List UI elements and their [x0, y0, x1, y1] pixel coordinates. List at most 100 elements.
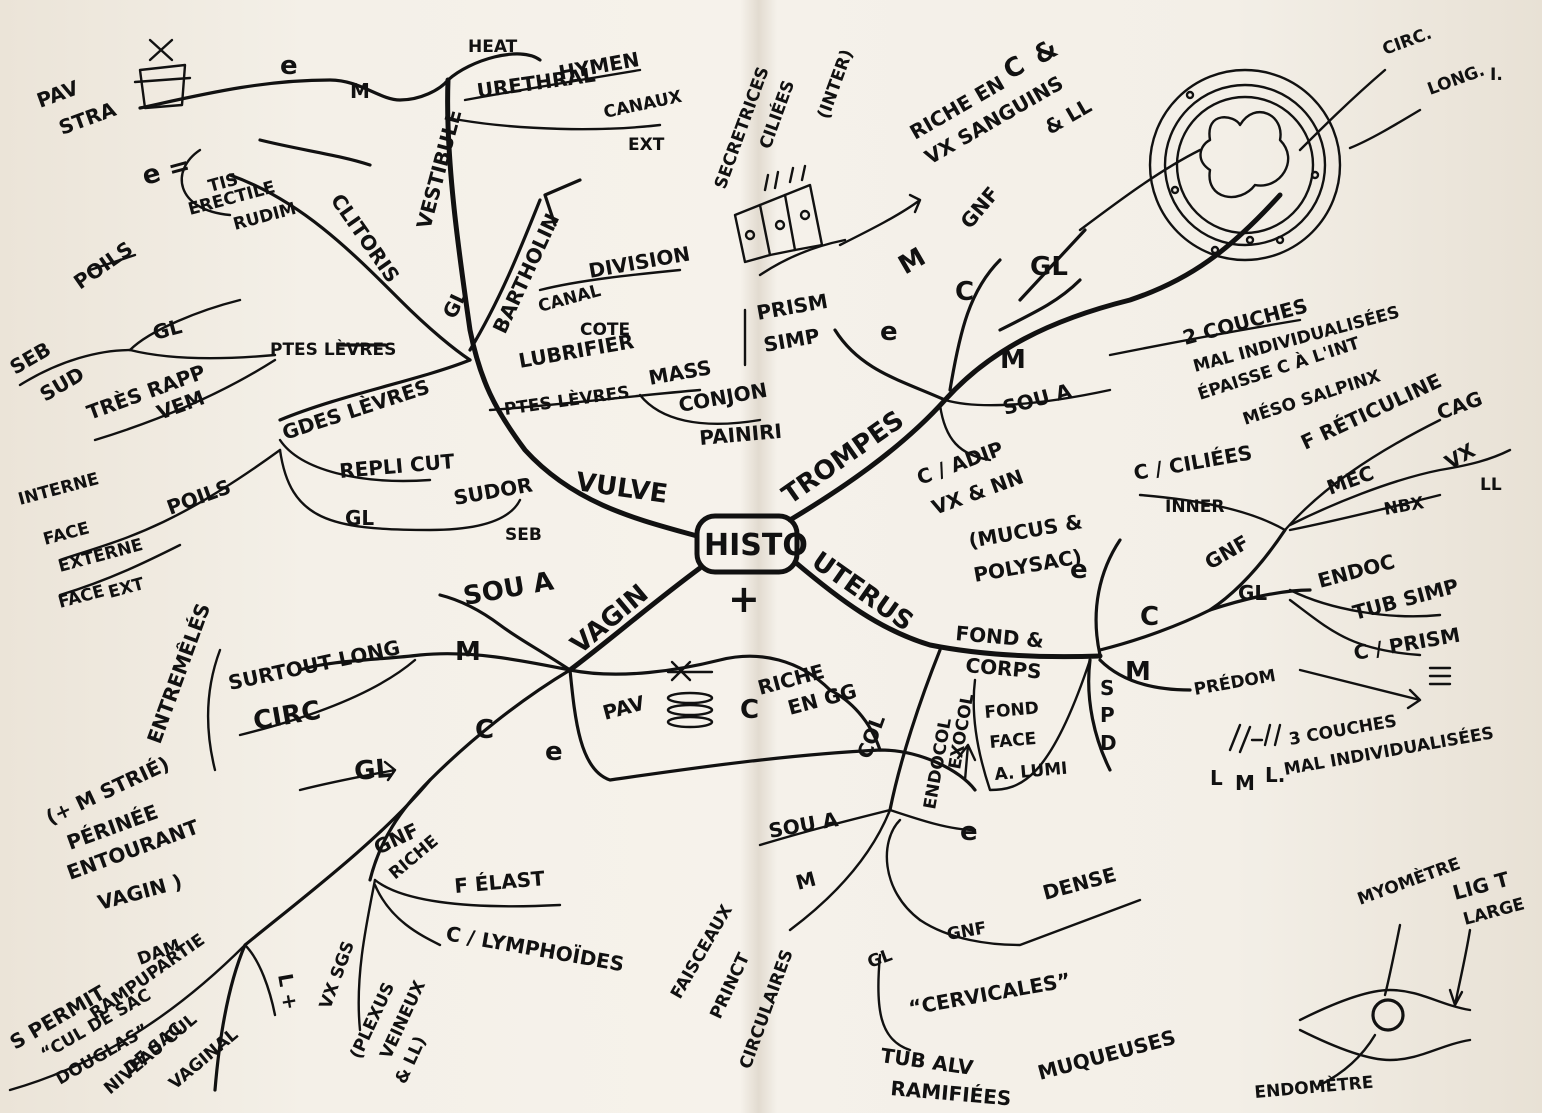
- uterus-c: C: [1140, 602, 1159, 632]
- vagin-entremeles: ENTREMÊLÉS: [142, 600, 215, 747]
- pt-gl: GL: [150, 314, 185, 345]
- uterus-l3: L.: [1265, 763, 1285, 787]
- trompes-e: e: [880, 317, 898, 347]
- vestibule-hymen: HYMEN: [557, 47, 641, 85]
- face-ext: EXT: [106, 574, 147, 603]
- vagin-f-elast: F ÉLAST: [453, 866, 546, 898]
- bartholin-label: BARTHOLIN: [488, 210, 564, 338]
- trompes-simp: SIMP: [762, 323, 822, 356]
- bartholin-cote: COTE: [580, 320, 630, 340]
- vagin-c2: C: [475, 715, 494, 745]
- pavement-cell-icon: [133, 38, 192, 110]
- pt-sud: SUD: [36, 362, 89, 406]
- bartholin-canal: CANAL: [536, 281, 603, 317]
- uterus-gnf-dense-1: GNF: [945, 918, 988, 945]
- vagin-vx-sgs: VX SGS: [316, 939, 359, 1012]
- vagin-m: M: [455, 637, 481, 667]
- exo-m: M: [793, 866, 818, 894]
- uterus-cag: CAG: [1434, 386, 1486, 424]
- uterus-ll: LL: [1480, 475, 1502, 495]
- trompes-riche-amp: &: [1029, 34, 1064, 71]
- uterus-m: M: [1125, 657, 1151, 687]
- trompes-muscle: M: [1000, 345, 1026, 375]
- vagin-sou-a: SOU A: [461, 567, 556, 612]
- vagin-rampupartie: RAMPUPARTIE: [86, 930, 208, 1024]
- uterus-gnf: GNF: [1201, 530, 1254, 574]
- uterus-e: e: [1070, 555, 1088, 585]
- face-label-1: FACE: [41, 518, 91, 549]
- uterus-fond-detail: FOND: [984, 698, 1040, 723]
- branch-trompes: TROMPES e PRISM SIMP SECRETRICES CILIÉES…: [711, 24, 1503, 520]
- trompes-riche-c: C: [999, 51, 1031, 87]
- uterus-gnf-dense-2: DENSE: [1040, 862, 1119, 905]
- bartholin-division: DIVISION: [587, 241, 692, 282]
- uterus-label: UTERUS: [806, 546, 919, 637]
- uterus-prism: C / PRISM: [1352, 623, 1462, 665]
- circ-label: CIRC.: [1380, 24, 1435, 60]
- vulve-m: M: [350, 79, 370, 103]
- uterus-wall-legend: MYOMÈTRE LIG T LARGE ENDOMÈTRE: [1254, 852, 1527, 1103]
- center-node: HISTO +: [694, 513, 808, 621]
- trompes-inter: (INTER): [814, 47, 858, 122]
- e-equals: e =: [139, 150, 194, 192]
- tube-cross-section-icon: [1148, 68, 1342, 262]
- uterus-predom: PRÉDOM: [1192, 664, 1277, 700]
- trompes-c: C: [955, 277, 974, 307]
- uterus-ciliees: C / CILIÉES: [1132, 440, 1254, 484]
- vestibule-label: VESTIBULE: [412, 107, 467, 232]
- vulve-pav: PAV: [34, 75, 83, 112]
- uterus-col: COL: [852, 712, 890, 762]
- face-interne: INTERNE: [16, 469, 101, 510]
- legend-myometre: MYOMÈTRE: [1354, 852, 1463, 910]
- pt-seb: SEB: [6, 337, 56, 379]
- vagin-gl: GL: [353, 754, 393, 787]
- vagin-pav: PAV: [600, 691, 648, 725]
- bartholin-lubrifier: LUBRIFIER: [517, 329, 636, 373]
- vestibule-canaux: CANAUX: [602, 87, 684, 123]
- uterus-muqueuses: MUQUEUSES: [1035, 1025, 1178, 1085]
- ptes-levres: PTES LÈVRES: [270, 338, 396, 360]
- face-label-2: FACE: [56, 581, 106, 612]
- vestibule-ext: EXT: [628, 135, 665, 155]
- vagin-circ: CIRC: [251, 696, 323, 737]
- vagin-lymph: C / LYMPHOÏDES: [444, 921, 626, 976]
- vagin-perinee-4: VAGIN ): [95, 869, 185, 915]
- uterus-alumi-detail: A. LUMI: [994, 759, 1069, 785]
- uterus-cervicales: “CERVICALES”: [907, 968, 1073, 1020]
- center-title: HISTO: [704, 528, 808, 563]
- uterus-endoc: ENDOC: [1315, 549, 1397, 593]
- trompes-gnf: GNF: [955, 182, 1003, 233]
- uterus-gl: GL: [1238, 581, 1267, 605]
- vulve-e: e: [280, 51, 298, 81]
- gl-mass: MASS: [647, 355, 714, 390]
- legend-endometre: ENDOMÈTRE: [1254, 1071, 1375, 1103]
- exo-e: e: [960, 817, 978, 847]
- gl-conjon: CONJON: [677, 378, 769, 417]
- vagin-c: C: [740, 695, 759, 725]
- center-symbol: +: [728, 577, 760, 621]
- uterus-inner: INNER: [1165, 497, 1224, 517]
- uterus-face-detail: FACE: [989, 729, 1037, 753]
- uterus-ramifiees: RAMIFIÉES: [890, 1076, 1013, 1110]
- gl-seb: SEB: [505, 525, 542, 545]
- muscle-layers-icon: [1228, 723, 1282, 754]
- vagin-e: e: [545, 737, 563, 767]
- uterus-p: P: [1100, 703, 1115, 727]
- gl-sudor: SUDOR: [452, 472, 535, 509]
- uterus-m2: M: [1235, 771, 1255, 795]
- trompes-m: M: [894, 242, 931, 281]
- uterus-d: D: [1100, 731, 1117, 755]
- uterus-polysac: POLYSAC): [972, 544, 1084, 587]
- main-branches: [445, 77, 1283, 673]
- ciliated-cells-icon: [733, 164, 824, 264]
- long-l-label: I.: [1490, 65, 1503, 85]
- uterus-mec: MEC: [1324, 461, 1378, 500]
- uterus-tub-alv: TUB ALV: [879, 1043, 975, 1080]
- vagin-label: VAGIN: [565, 579, 654, 661]
- engleves-label: PTES LÈVRES: [503, 381, 631, 420]
- vagin-l-plus: L +: [273, 972, 303, 1012]
- uterus-fond: FOND &: [955, 621, 1045, 653]
- long-label: LONG.: [1425, 61, 1488, 100]
- clitoris-label: CLITORIS: [326, 189, 405, 287]
- stacked-cells-icon: [666, 660, 714, 729]
